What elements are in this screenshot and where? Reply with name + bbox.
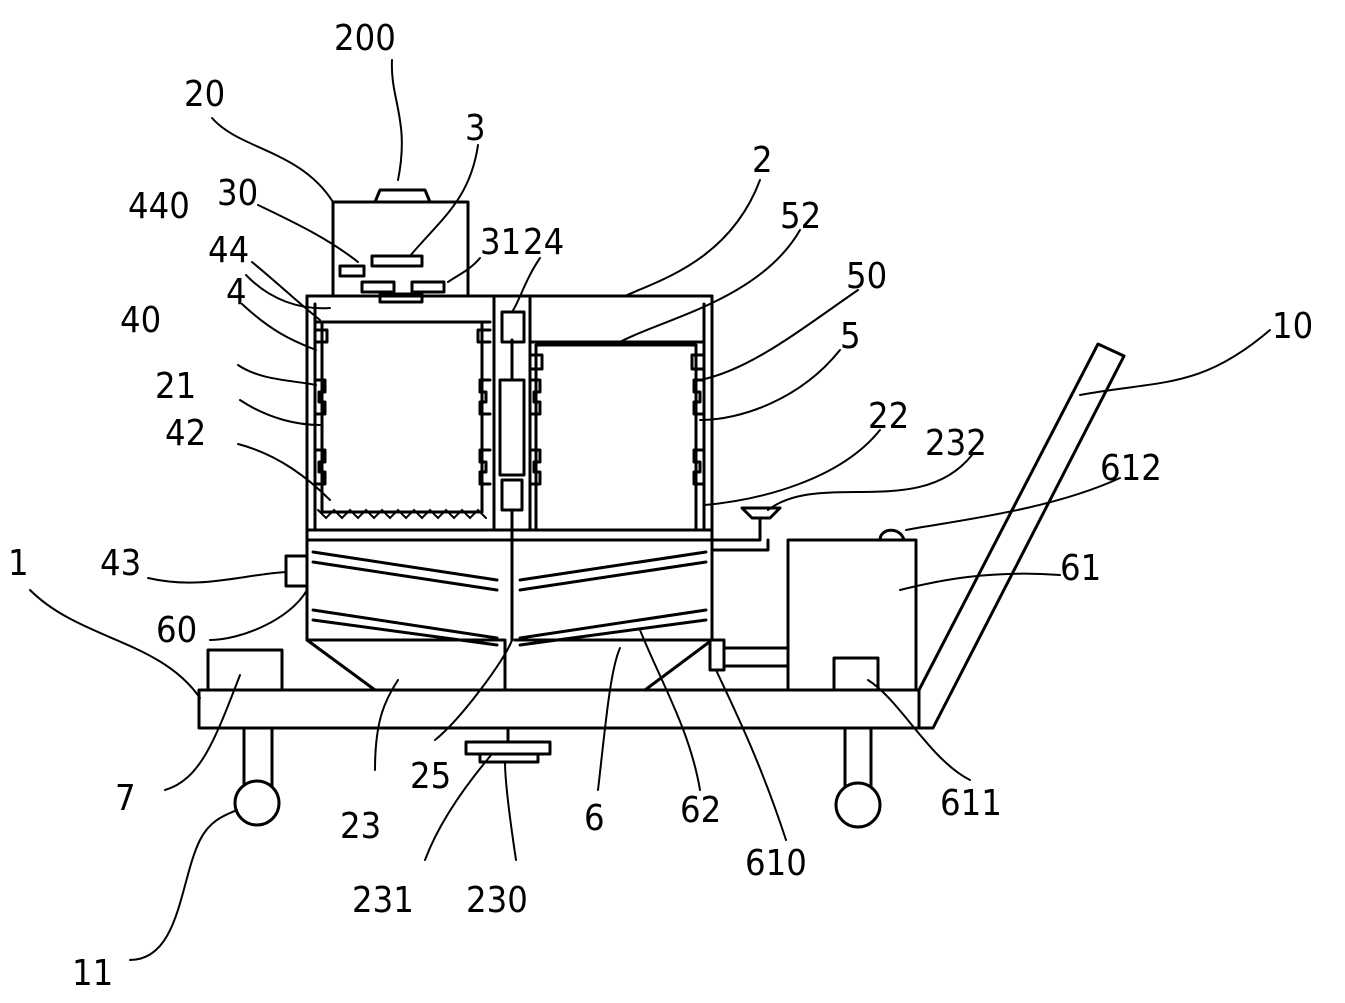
label-610: 610 [745, 843, 807, 884]
box-7 [206, 648, 284, 692]
label-25: 25 [410, 756, 451, 797]
label-40: 40 [120, 300, 161, 341]
label-232: 232 [925, 423, 987, 464]
label-440: 440 [128, 186, 190, 227]
label-11: 11 [72, 953, 113, 994]
label-2: 2 [752, 140, 773, 181]
tank-61 [708, 528, 918, 692]
label-612: 612 [1100, 448, 1162, 489]
label-62: 62 [680, 790, 721, 831]
hopper [331, 188, 470, 304]
label-1: 1 [8, 543, 29, 584]
label-52: 52 [780, 196, 821, 237]
label-7: 7 [115, 778, 136, 819]
label-31: 31 [480, 222, 521, 263]
leader-lines [29, 59, 1271, 961]
label-60: 60 [156, 610, 197, 651]
label-231: 231 [352, 880, 414, 921]
label-42: 42 [165, 413, 206, 454]
label-6: 6 [584, 798, 605, 839]
inlet-pipe [710, 506, 782, 552]
label-22: 22 [868, 396, 909, 437]
label-23: 23 [340, 806, 381, 847]
labels: 200 20 3 30 440 31 24 2 52 44 50 4 40 5 … [8, 18, 1313, 994]
label-20: 20 [184, 74, 225, 115]
label-24: 24 [523, 222, 564, 263]
label-44: 44 [208, 230, 249, 271]
label-21: 21 [155, 366, 196, 407]
label-43: 43 [100, 543, 141, 584]
label-61: 61 [1060, 548, 1101, 589]
heating-coils [311, 550, 708, 647]
wheel-left [233, 726, 281, 827]
label-230: 230 [466, 880, 528, 921]
left-basket [313, 320, 492, 520]
label-30: 30 [217, 173, 258, 214]
label-3: 3 [465, 108, 486, 149]
wheel-right [834, 726, 882, 829]
label-4: 4 [226, 272, 247, 313]
label-50: 50 [846, 256, 887, 297]
right-basket [528, 340, 706, 532]
drain-valve [464, 726, 552, 764]
label-5: 5 [840, 316, 861, 357]
label-200: 200 [334, 18, 396, 59]
label-10: 10 [1272, 306, 1313, 347]
cart-base [197, 342, 1126, 730]
fitting-43 [284, 554, 309, 588]
lift-rod [498, 310, 526, 642]
label-611: 611 [940, 783, 1002, 824]
